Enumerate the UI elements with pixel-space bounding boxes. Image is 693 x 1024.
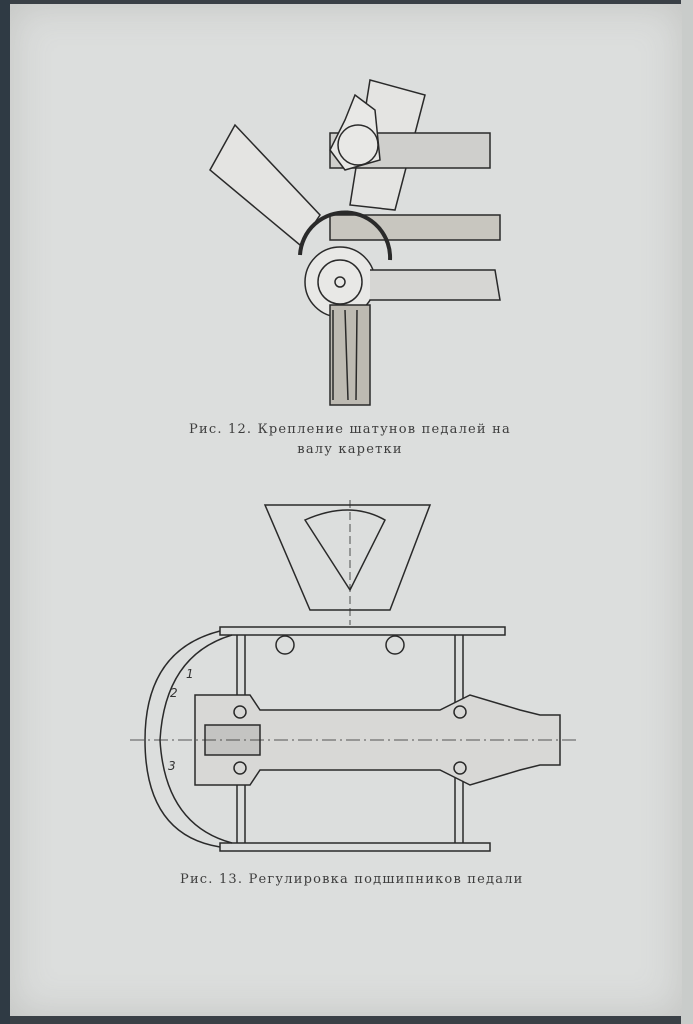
figure-13-caption: Рис. 13. Регулировка подшипников педали	[180, 872, 524, 887]
figure-12-caption-line2: валу каретки	[297, 442, 403, 457]
next-page-edge	[681, 0, 693, 1024]
callout-label-1: 1	[186, 667, 194, 681]
crank-assembly-illustration	[209, 79, 501, 406]
figure-12-caption-line1: Рис. 12. Крепление шатунов педалей на	[189, 422, 511, 437]
callout-label-3: 3	[168, 759, 176, 773]
pedal-section-illustration	[130, 500, 580, 852]
background-surface	[0, 0, 10, 1024]
callout-label-2: 2	[170, 686, 178, 700]
